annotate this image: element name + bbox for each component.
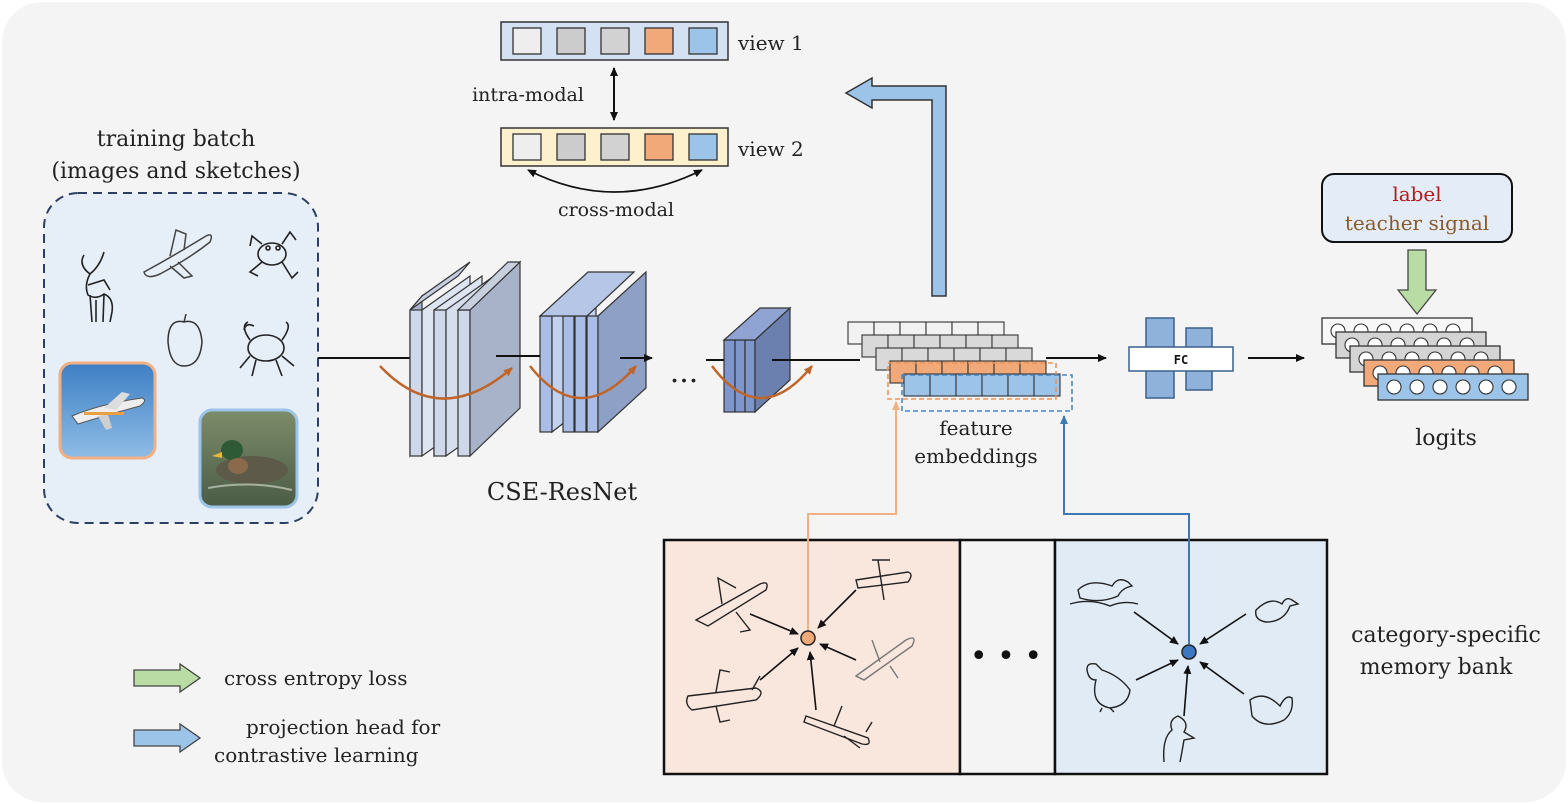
view1-cell-2 [556,27,586,55]
view1-cell-1 [512,27,542,55]
legend-blue-label-line2: contrastive learning [214,743,419,767]
legend-blue-arrow-icon [133,722,202,754]
view2-cell-2 [556,133,586,161]
logit-node [1432,379,1448,395]
view2-cell-4 [644,133,674,161]
bank-airplane-sketch-2-icon [855,559,912,601]
sketch-antelope-icon [81,251,114,323]
bank-duck-sketch-5-icon [1162,715,1196,763]
teacher-signal-text: teacher signal [1345,211,1489,235]
duck-cluster-center [1181,644,1197,660]
bank-airplane-sketch-1-icon [694,576,768,633]
memory-bank-label-line2: memory bank [1360,655,1513,680]
skip-connection-3 [711,365,813,400]
view2-label: view 2 [737,137,804,161]
logit-node [1409,379,1425,395]
view2-vector [500,127,729,167]
skip-connection-2 [529,365,637,400]
legend-green-arrow-icon [133,662,202,694]
fc-layer: FC [1128,317,1234,399]
sketch-airplane-icon [143,228,213,279]
skip-connection-1 [379,365,513,400]
embedding-row5-cell-1 [903,373,931,397]
intra-modal-label: intra-modal [472,84,584,106]
cross-modal-arrow [527,169,703,193]
cross-entropy-arrow [1396,249,1438,316]
embedding-row5-cell-4 [981,373,1009,397]
sketch-frog-icon [248,230,299,280]
logit-node [1501,379,1517,395]
photo-duck-image [198,408,299,509]
bank-duck-sketch-3-icon [1086,663,1131,713]
bank-duck-sketch-1-icon [1069,579,1139,607]
bank-duck-sketch-2-icon [1255,597,1300,623]
memory-bank-label-line1: category-specific [1351,623,1541,648]
feature-embedding-stack [847,321,1073,412]
logit-node [1386,379,1402,395]
cross-modal-label: cross-modal [558,199,674,221]
view1-label: view 1 [737,31,804,55]
fc-label: FC [1174,353,1188,367]
resnet-block-1 [409,260,522,458]
logits-label: logits [1415,426,1477,451]
airplane-cluster-arrows [749,589,857,711]
view2-cell-3 [600,133,630,161]
view1-cell-4 [644,27,674,55]
logit-node [1455,379,1471,395]
teacher-signal-box [1321,173,1513,243]
airplane-bank-to-embedding-link [807,401,900,630]
airplane-cluster-center [800,630,816,646]
bank-airplane-sketch-4-icon [685,669,762,723]
embeddings-label-line2: embeddings [914,444,1037,468]
sketch-apple-icon [167,313,203,367]
embeddings-label-line1: feature [939,416,1012,440]
embedding-row5-cell-3 [955,373,983,397]
backbone-label: CSE-ResNet [487,478,638,506]
bank-airplane-sketch-3-icon [854,637,915,681]
photo-airplane-image [58,361,157,460]
legend-blue-label-line1: projection head for [246,715,441,739]
embedding-row5-cell-2 [929,373,957,397]
bank-duck-sketch-4-icon [1249,695,1294,725]
teacher-label-text: label [1392,182,1441,206]
view1-cell-5 [688,27,718,55]
duck-cluster-arrows [1133,611,1247,717]
memory-bank-ellipsis-panel [958,538,1057,776]
logit-node [1478,379,1494,395]
embedding-row5-cell-6 [1033,373,1061,397]
bank-airplane-sketch-5-icon [803,705,873,749]
projection-head-arrow [844,76,947,297]
logits-row-5 [1377,373,1529,401]
view1-vector [500,21,729,61]
memory-bank-ellipsis: • • • [970,639,1042,674]
backbone-ellipsis: ... [670,355,699,390]
legend-green-label: cross entropy loss [224,666,407,690]
view2-cell-1 [512,133,542,161]
batch-title-line2: (images and sketches) [51,159,300,184]
duck-bank-to-embedding-link [1060,415,1190,644]
batch-title-line1: training batch [97,127,256,152]
view2-cell-5 [688,133,718,161]
view1-cell-3 [600,27,630,55]
logits-stack [1321,317,1529,401]
sketch-crab-icon [239,321,295,377]
embedding-row5-cell-5 [1007,373,1035,397]
memory-bank-airplane-panel [662,538,962,776]
